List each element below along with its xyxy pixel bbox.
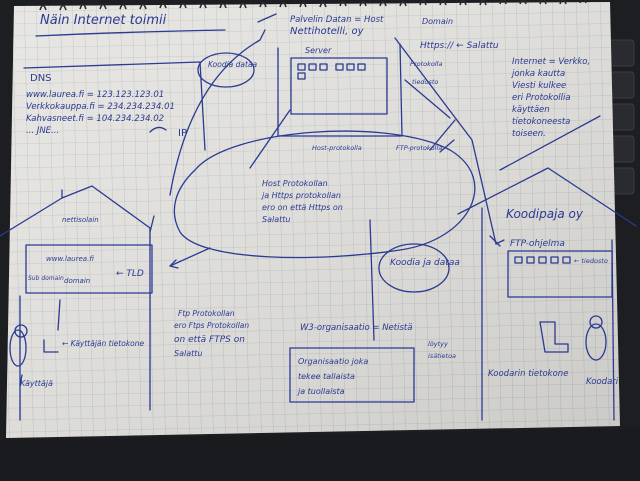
dns-frame xyxy=(23,61,206,151)
https-label: Https:// ← Salattu xyxy=(420,41,499,51)
ftp-text-line: ero Ftps Protokollan xyxy=(174,321,249,330)
internet-note-line: Internet = Verkko, xyxy=(512,57,590,67)
ftp-text-line: Ftp Protokollan xyxy=(178,309,235,318)
internet-note-line: eri Protokollia xyxy=(512,93,571,103)
browser-box xyxy=(25,244,153,294)
dns-ip-label: IP xyxy=(178,128,187,139)
oval-text-line: ja Https protokollan xyxy=(261,191,341,200)
coder-figure xyxy=(585,323,607,361)
ftp-slots xyxy=(514,256,571,264)
coder-computer xyxy=(539,321,569,353)
company-name: Koodipaja oy xyxy=(506,207,584,221)
organisation-box xyxy=(289,347,415,403)
sub-domain-label: Sub domain xyxy=(28,275,64,282)
server-box xyxy=(290,57,388,115)
coder-label: Koodari xyxy=(586,377,619,387)
left-house-roof xyxy=(0,185,151,411)
internet-note-line: tietokoneesta xyxy=(512,117,570,127)
org-box-line: ja tuollaista xyxy=(297,387,345,396)
koodia-dataa-text: Koodia dataa xyxy=(208,60,258,69)
user-label: Käyttäjä xyxy=(20,379,53,388)
dns-line-3: Kahvasneet.fi = 104.234.234.02 xyxy=(26,114,164,124)
tiedosto-note: tiedosto xyxy=(412,78,438,86)
domain-label: domain xyxy=(64,277,90,285)
right-tiedosto-label: ← tiedosto xyxy=(574,257,608,265)
server-slots xyxy=(297,63,366,80)
palvelin-label: Palvelin Datan = Host xyxy=(290,15,384,25)
oval-text-line: ero on että Https on xyxy=(262,203,343,212)
protokolla-note: Protokolla xyxy=(410,60,442,68)
ftp-program-box xyxy=(507,250,613,298)
datacenter-frame xyxy=(277,43,403,137)
user-computer-label: ← Käyttäjän tietokone xyxy=(62,339,145,348)
nettisolain-label: nettisolain xyxy=(62,216,99,224)
koodia-dataa-bubble xyxy=(197,52,255,88)
domain-note: Domain xyxy=(422,17,453,26)
user-figure xyxy=(9,329,27,367)
internet-note: Internet = Verkko, jonka kautta Viesti k… xyxy=(511,57,590,139)
ftp-program-label: FTP-ohjelma xyxy=(510,239,565,249)
dns-heading: DNS xyxy=(30,73,52,84)
internet-note-line: jonka kautta xyxy=(511,69,565,79)
oval-text-line: Salattu xyxy=(262,215,290,224)
internet-note-line: toiseen. xyxy=(512,129,546,139)
user-computer xyxy=(43,339,59,353)
desk-edge xyxy=(0,428,640,481)
koodia-ja-dataa-text: Koodia ja dataa xyxy=(390,258,460,268)
dns-line-2: Verkkokauppa.fi = 234.234.234.01 xyxy=(26,102,175,112)
server-label: Server xyxy=(305,46,332,55)
browser-url: www.laurea.fi xyxy=(46,255,94,263)
coder-computer-label: Koodarin tietokone xyxy=(488,369,568,379)
oval-text-line: Host Protokollan xyxy=(262,179,328,188)
w3-label: W3-organisaatio = Netistä xyxy=(300,323,412,333)
right-house-roof xyxy=(457,167,637,227)
arrows xyxy=(19,13,601,386)
dns-line-4: ... JNE... xyxy=(26,126,59,136)
org-box-line: tekee tallaista xyxy=(298,372,355,381)
ftp-protocol-label: FTP-protokolla xyxy=(396,144,442,152)
dns-line-1: www.laurea.fi = 123.123.123.01 xyxy=(26,90,164,100)
spiral-binding xyxy=(39,0,587,11)
page-title: Näin Internet toimii xyxy=(40,13,167,28)
protocol-oval xyxy=(173,130,476,259)
internet-note-line: käyttäen xyxy=(512,105,550,115)
ftp-text-line: on että FTPS on xyxy=(174,335,245,345)
title-underline xyxy=(35,29,226,37)
tld-label: ← TLD xyxy=(116,269,144,279)
ftp-text-line: Salattu xyxy=(174,349,202,358)
org-box-line: Organisaatio joka xyxy=(298,357,368,366)
nettihotelli-label: Nettihotelli, oy xyxy=(290,26,365,37)
w3-extra-line: löytyy xyxy=(428,340,448,348)
host-protocol-label: Host-protokolla xyxy=(312,144,362,152)
koodia-ja-dataa-bubble xyxy=(378,243,450,293)
w3-extra-line: isätietoa xyxy=(428,352,456,360)
internet-note-line: Viesti kulkee xyxy=(512,81,566,91)
